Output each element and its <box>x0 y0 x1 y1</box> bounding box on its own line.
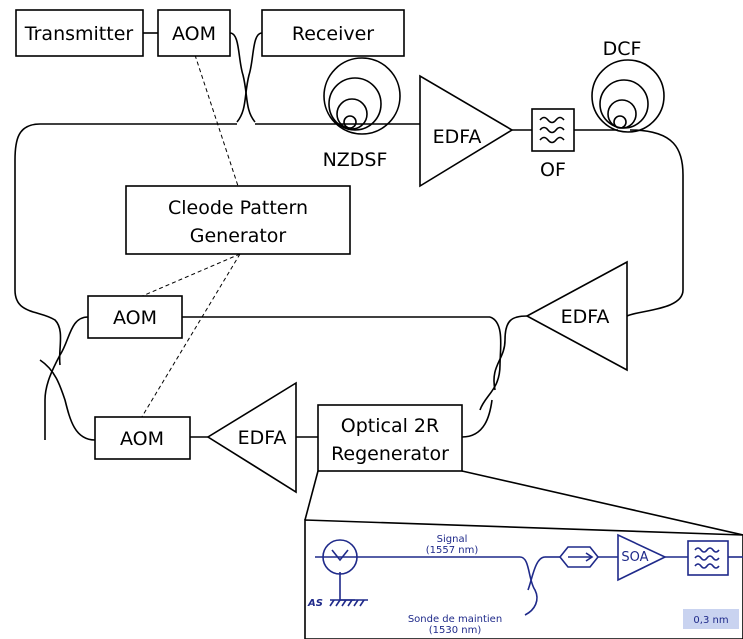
signal-line2: (1557 nm) <box>426 545 479 556</box>
control-lines <box>139 54 241 421</box>
pattern-generator-line1: Cleode Pattern <box>168 197 308 219</box>
nzdsf-label: NZDSF <box>323 149 388 171</box>
transmitter-box <box>15 9 144 57</box>
pattern-generator-box <box>125 185 351 255</box>
zoom-line-left <box>304 470 319 521</box>
edfa-bottom-label: EDFA <box>238 427 287 449</box>
regenerator-line1: Optical 2R <box>341 415 439 437</box>
optical-filter-icon <box>531 108 575 152</box>
soa-label: SOA <box>621 550 648 565</box>
filter-bandwidth-label: 0,3 nm <box>693 615 728 626</box>
receiver-label: Receiver <box>292 23 374 45</box>
as-source-icon <box>322 539 368 607</box>
filter-bandwidth-badge <box>683 609 739 629</box>
inset-filter-icon <box>687 540 729 576</box>
zoom-line-right <box>461 470 743 536</box>
edfa-top-amplifier <box>419 74 514 188</box>
nzdsf-spool-icon <box>323 57 401 135</box>
dcf-label: DCF <box>603 38 642 60</box>
aom-top-label: AOM <box>172 23 216 45</box>
receiver-box <box>261 9 405 57</box>
aom-bottom-box <box>94 416 191 460</box>
edfa-top-label: EDFA <box>433 126 482 148</box>
edfa-right-amplifier <box>525 260 628 372</box>
of-label: OF <box>540 159 566 181</box>
probe-line1: Sonde de maintien <box>408 614 502 625</box>
transmitter-label: Transmitter <box>24 23 134 45</box>
pattern-generator-line2: Generator <box>190 225 287 247</box>
probe-line2: (1530 nm) <box>429 625 482 636</box>
signal-line1: Signal <box>437 534 468 545</box>
soa-amplifier <box>617 533 667 582</box>
aom-bottom-label: AOM <box>120 428 164 450</box>
regenerator-inset: AS Signal (1557 nm) Sonde de maintien (1… <box>304 519 743 639</box>
regenerator-box <box>317 404 463 472</box>
edfa-right-label: EDFA <box>561 306 610 328</box>
aom-mid-box <box>87 295 183 339</box>
edfa-bottom-amplifier <box>206 381 297 494</box>
dcf-spool-icon <box>591 59 665 133</box>
as-label: AS <box>307 598 323 609</box>
aom-top-box <box>157 9 231 57</box>
isolator-icon <box>558 546 600 568</box>
regenerator-line2: Regenerator <box>331 443 449 465</box>
aom-mid-label: AOM <box>113 307 157 329</box>
